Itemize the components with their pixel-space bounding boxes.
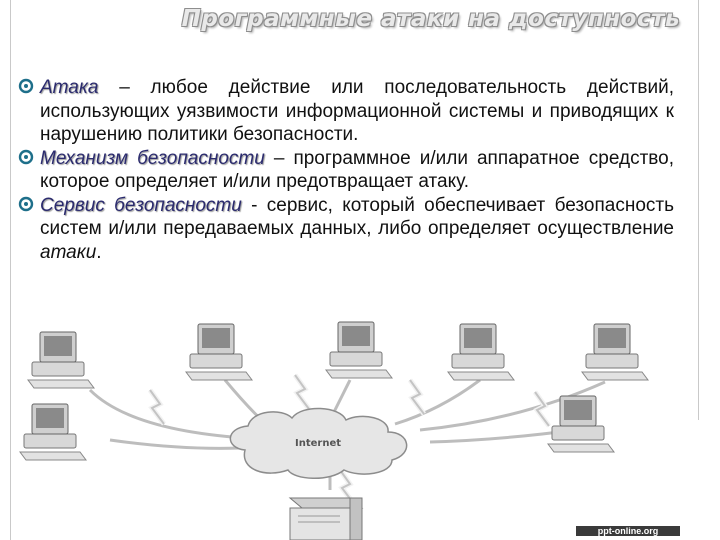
slide-title: Программные атаки на доступность <box>181 6 680 32</box>
computer-icon <box>325 321 393 379</box>
cloud-label: Internet <box>295 438 341 449</box>
computer-icon <box>547 395 615 453</box>
internet-cloud: Internet <box>229 407 408 479</box>
computer-icon <box>19 403 87 461</box>
computer-icon <box>581 323 649 381</box>
term-security-mechanism: Механизм безопасности <box>40 147 265 169</box>
slide-frame-right <box>698 0 699 420</box>
emphasis-word: атаки <box>40 241 97 263</box>
definition-text: – любое действие или последовательность … <box>40 77 674 145</box>
definition-list: Атака – любое действие или последователь… <box>18 76 674 264</box>
term-attack: Атака <box>40 77 99 98</box>
lightning-bolt-icon <box>410 380 424 414</box>
network-diagram: Internet <box>19 321 649 540</box>
list-item: Сервис безопасности - сервис, который об… <box>18 194 674 265</box>
list-item: Механизм безопасности – программное и/ил… <box>18 147 674 194</box>
list-item: Атака – любое действие или последователь… <box>18 76 674 147</box>
lightning-bolt-icon <box>295 375 309 409</box>
ring-bullet-icon <box>18 78 34 94</box>
ring-bullet-icon <box>18 149 34 164</box>
server-icon <box>288 497 364 540</box>
definition-text: – программное и/или аппаратное средство,… <box>40 147 675 193</box>
lightning-bolt-icon <box>150 390 164 424</box>
computer-icon <box>447 323 515 381</box>
term-security-service: Сервис безопасности <box>40 194 242 216</box>
definition-text: - сервис, который обеспечивает безопасно… <box>40 194 674 240</box>
slide-frame-left <box>10 0 11 540</box>
computer-icon <box>27 331 95 389</box>
ring-bullet-icon <box>18 196 34 211</box>
watermark: ppt-online.org <box>576 526 680 536</box>
computer-icon <box>185 323 253 381</box>
lightning-bolt-icon <box>535 392 549 426</box>
definition-tail: . <box>96 241 102 263</box>
